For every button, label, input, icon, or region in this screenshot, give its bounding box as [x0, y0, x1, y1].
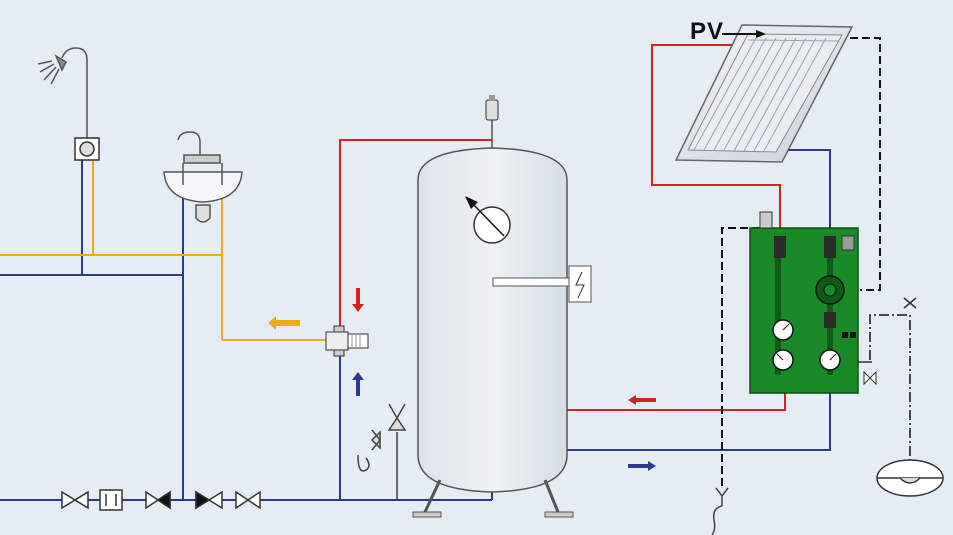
- tank-thermometer-icon: [473, 206, 511, 244]
- solar-station: [749, 211, 877, 394]
- shower-icon: [37, 47, 100, 161]
- air-vent-icon: [485, 99, 499, 121]
- cold-water-pipes: [0, 149, 831, 501]
- mixed-water-pipes: [0, 160, 328, 341]
- pv-label: PV: [690, 18, 725, 45]
- drain-icon: [711, 487, 729, 535]
- pv-collector: [674, 24, 854, 163]
- expansion-lines: [869, 314, 911, 460]
- washbasin-icon: [163, 131, 243, 223]
- electric-heater-icon: [568, 265, 592, 303]
- safety-valve-icon: [357, 403, 407, 500]
- flow-arrow-icon: [268, 288, 656, 471]
- inlet-valves: [61, 489, 261, 511]
- mixing-valve-icon: [325, 325, 369, 357]
- storage-tank: [412, 95, 592, 518]
- expansion-vessel-icon: [876, 297, 944, 497]
- sensor-lines: [721, 37, 881, 490]
